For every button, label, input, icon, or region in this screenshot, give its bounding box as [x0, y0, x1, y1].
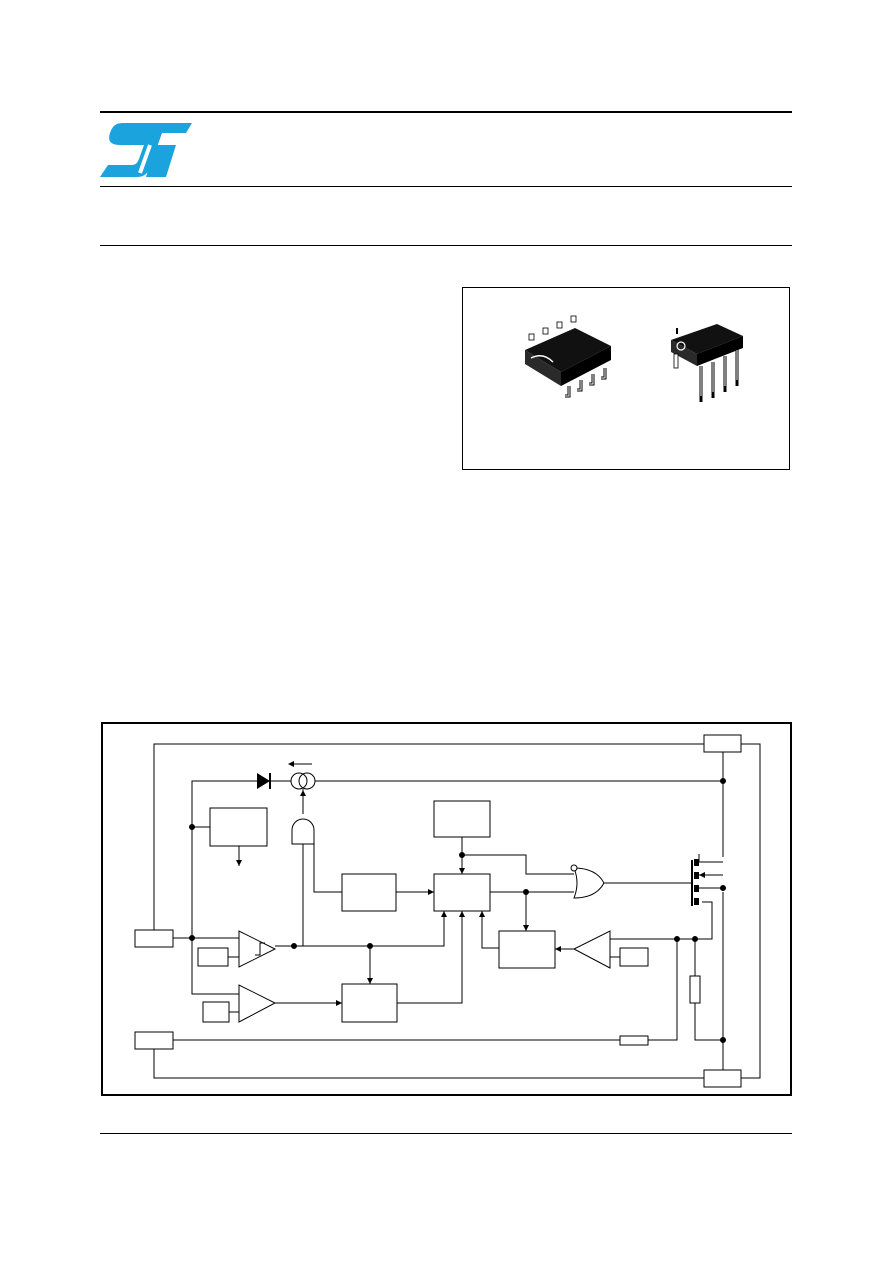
uvlo-block	[189, 807, 268, 866]
and-gate	[291, 818, 342, 946]
or-gate	[570, 864, 692, 899]
comparators	[173, 911, 465, 1023]
logic-blocks	[341, 800, 574, 931]
title-rule	[100, 245, 792, 246]
top-rule	[100, 111, 792, 113]
power-mosfet	[691, 854, 726, 924]
package-images-panel	[462, 287, 790, 470]
block-diagram	[101, 722, 792, 1096]
header-rule	[100, 186, 792, 187]
dip8-package-icon	[671, 324, 743, 402]
so8-package-icon	[525, 315, 611, 398]
current-sense	[173, 901, 726, 1046]
footer-rule	[100, 1133, 792, 1134]
diode-current-source	[191, 761, 726, 938]
st-logo	[100, 121, 192, 179]
